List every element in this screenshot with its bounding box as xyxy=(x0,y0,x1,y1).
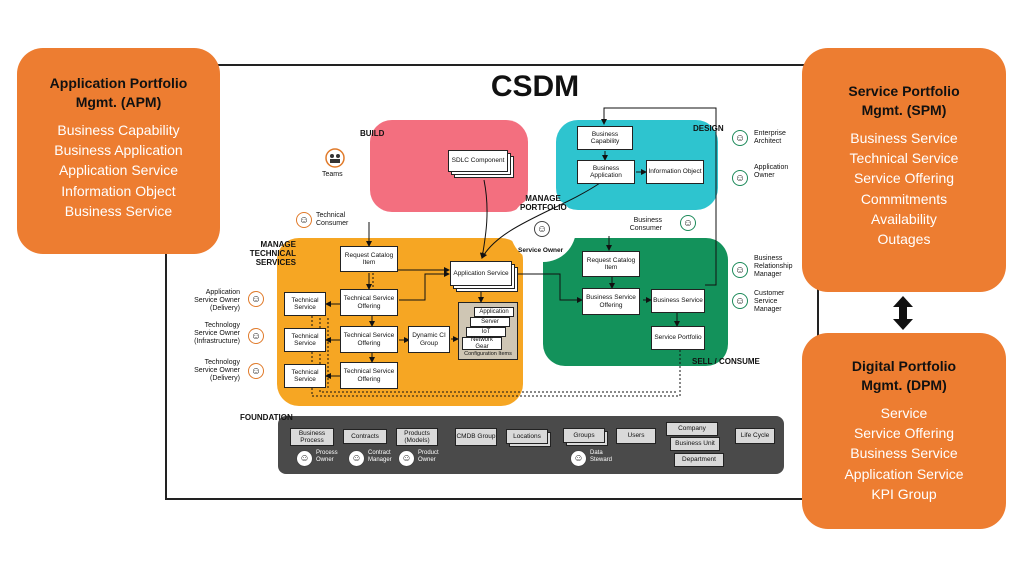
technical-service-offering-box-2[interactable]: Technical Service Offering xyxy=(340,326,398,353)
business-consumer-icon: ☺ xyxy=(680,215,696,231)
apm-item: Information Object xyxy=(61,182,176,199)
spm-item: Service Offering xyxy=(853,170,955,187)
data-steward-label: Data Steward xyxy=(590,450,613,463)
locations-box[interactable]: Locations xyxy=(506,429,548,444)
company-box[interactable]: Company xyxy=(666,422,718,436)
dpm-item: Business Service xyxy=(850,445,958,462)
tech-request-catalog-item-box[interactable]: Request Catalog Item xyxy=(340,246,398,272)
service-owner-label: Service Owner xyxy=(518,247,564,254)
tech-owner-delivery-icon: ☺ xyxy=(248,363,264,379)
sell-request-catalog-item-box[interactable]: Request Catalog Item xyxy=(582,251,640,277)
technical-service-offering-box-1[interactable]: Technical Service Offering xyxy=(340,289,398,316)
technical-service-offering-box-3[interactable]: Technical Service Offering xyxy=(340,362,398,389)
manage-portfolio-label: MANAGE PORTFOLIO xyxy=(520,194,567,212)
manage-technical-label: MANAGE TECHNICAL SERVICES xyxy=(249,240,296,268)
dpm-item: KPI Group xyxy=(871,485,937,502)
spm-item: Availability xyxy=(871,210,937,227)
dpm-item: Application Service xyxy=(844,465,964,482)
configuration-items-label: Configuration Items xyxy=(464,351,512,357)
apm-heading: Application Portfolio Mgmt. (APM) xyxy=(49,75,188,110)
users-box[interactable]: Users xyxy=(616,428,656,444)
dpm-heading: Digital Portfolio Mgmt. (DPM) xyxy=(851,358,957,393)
product-owner-icon: ☺ xyxy=(398,450,415,467)
foundation-label: FOUNDATION xyxy=(240,413,293,422)
sell-consume-label: SELL / CONSUME xyxy=(692,357,760,366)
business-application-box[interactable]: Business Application xyxy=(577,160,635,184)
ci-network-gear-box[interactable]: Network Gear xyxy=(462,337,502,350)
spm-item: Business Service xyxy=(850,129,958,146)
contract-manager-label: Contract Manager xyxy=(368,450,392,463)
service-owner-icon: ☺ xyxy=(534,221,550,237)
spm-item: Outages xyxy=(877,231,931,248)
technical-service-box-2[interactable]: Technical Service xyxy=(284,328,326,352)
sdlc-component-box[interactable]: SDLC Component xyxy=(448,150,508,172)
tech-owner-infra-icon: ☺ xyxy=(248,328,264,344)
apm-item: Business Application xyxy=(54,142,183,159)
cmdb-group-box[interactable]: CMDB Group xyxy=(455,428,497,446)
business-consumer-label: Business Consumer xyxy=(629,217,662,233)
groups-box[interactable]: Groups xyxy=(563,428,605,443)
spm-heading: Service Portfolio Mgmt. (SPM) xyxy=(848,83,960,118)
dynamic-ci-group-box[interactable]: Dynamic CI Group xyxy=(408,326,450,353)
contracts-box[interactable]: Contracts xyxy=(343,429,387,444)
department-box[interactable]: Department xyxy=(674,453,724,467)
apm-item: Business Service xyxy=(64,202,173,219)
business-relationship-manager-label: Business Relationship Manager xyxy=(754,255,793,279)
ci-server-box[interactable]: Server xyxy=(470,317,510,327)
apm-item: Application Service xyxy=(58,162,179,179)
service-portfolio-box[interactable]: Service Portfolio xyxy=(651,326,705,350)
apm-card: Application Portfolio Mgmt. (APM) Busine… xyxy=(17,48,220,254)
teams-icon xyxy=(325,148,345,168)
business-relationship-manager-icon: ☺ xyxy=(732,262,748,278)
ci-application-box[interactable]: Application xyxy=(474,307,514,317)
diagram-title: CSDM xyxy=(490,70,580,103)
application-service-box[interactable]: Application Service xyxy=(450,261,512,286)
business-process-box[interactable]: Business Process xyxy=(290,428,334,446)
contract-manager-icon: ☺ xyxy=(348,450,365,467)
application-owner-icon: ☺ xyxy=(732,170,748,186)
enterprise-architect-icon: ☺ xyxy=(732,130,748,146)
tech-owner-infra-label: Technology Service Owner (Infrastructure… xyxy=(194,322,240,346)
spm-item: Commitments xyxy=(860,190,948,207)
business-service-box[interactable]: Business Service xyxy=(651,289,705,313)
customer-service-manager-label: Customer Service Manager xyxy=(754,290,785,314)
apm-item: Business Capability xyxy=(57,121,180,138)
app-service-owner-icon: ☺ xyxy=(248,291,264,307)
design-label: DESIGN xyxy=(693,124,724,133)
technical-consumer-label: Technical Consumer xyxy=(316,212,349,228)
life-cycle-box[interactable]: Life Cycle xyxy=(735,428,775,444)
double-arrow-icon xyxy=(892,296,914,330)
process-owner-label: Process Owner xyxy=(316,450,338,463)
application-owner-label: Application Owner xyxy=(754,164,789,180)
process-owner-icon: ☺ xyxy=(296,450,313,467)
customer-service-manager-icon: ☺ xyxy=(732,293,748,309)
business-unit-box[interactable]: Business Unit xyxy=(670,437,720,451)
spm-card: Service Portfolio Mgmt. (SPM) Business S… xyxy=(802,48,1006,292)
app-service-owner-label: Application Service Owner (Delivery) xyxy=(194,289,240,313)
technical-consumer-icon: ☺ xyxy=(296,212,312,228)
information-object-box[interactable]: Information Object xyxy=(646,160,704,184)
dpm-item: Service Offering xyxy=(853,425,955,442)
spm-item: Technical Service xyxy=(849,150,959,167)
business-capability-box[interactable]: Business Capability xyxy=(577,126,633,150)
data-steward-icon: ☺ xyxy=(570,450,587,467)
technical-service-box-1[interactable]: Technical Service xyxy=(284,292,326,316)
dpm-card: Digital Portfolio Mgmt. (DPM) Service Se… xyxy=(802,333,1006,529)
ci-iot-box[interactable]: IoT xyxy=(466,327,506,337)
tech-owner-delivery-label: Technology Service Owner (Delivery) xyxy=(194,359,240,383)
products-box[interactable]: Products (Models) xyxy=(396,428,438,446)
teams-label: Teams xyxy=(322,171,343,178)
business-service-offering-box[interactable]: Business Service Offering xyxy=(582,288,640,315)
product-owner-label: Product Owner xyxy=(418,450,439,463)
build-label: BUILD xyxy=(360,129,385,138)
enterprise-architect-label: Enterprise Architect xyxy=(754,130,786,146)
dpm-item: Service xyxy=(880,404,928,421)
technical-service-box-3[interactable]: Technical Service xyxy=(284,364,326,388)
